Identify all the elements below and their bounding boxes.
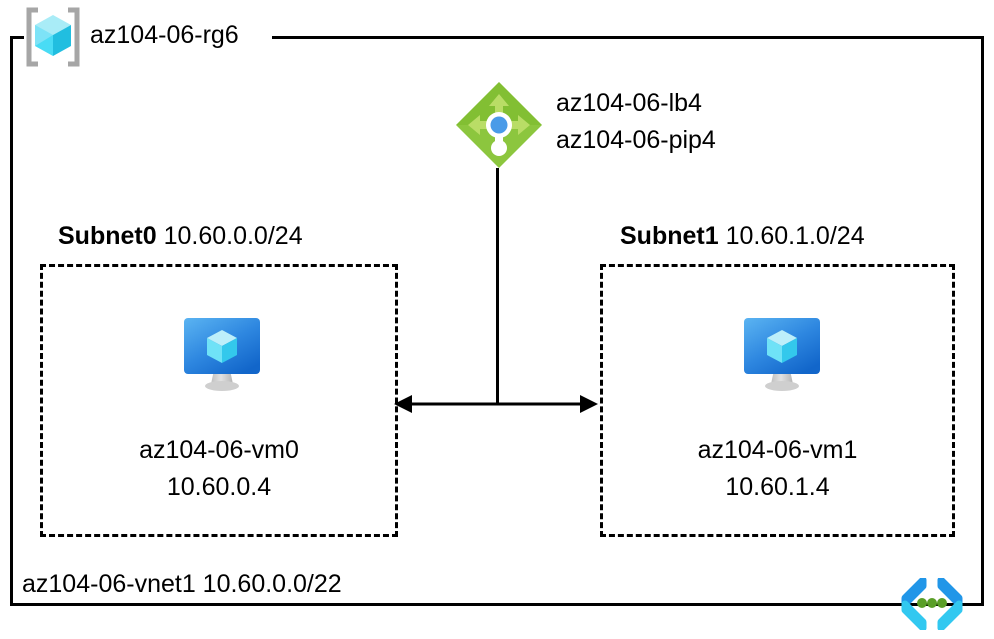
vm1-name: az104-06-vm1 bbox=[697, 436, 858, 464]
subnet1-cidr: 10.60.1.0/24 bbox=[725, 222, 865, 250]
resource-group-label: az104-06-rg6 bbox=[90, 21, 239, 49]
subnet0-cidr: 10.60.0.0/24 bbox=[163, 222, 303, 250]
vm0-ip: 10.60.0.4 bbox=[166, 473, 272, 501]
virtual-machine-icon bbox=[740, 316, 824, 394]
subnet1-box bbox=[600, 264, 955, 537]
vm0-name: az104-06-vm0 bbox=[139, 436, 299, 464]
subnet0-name: Subnet0 bbox=[58, 222, 157, 250]
subnet0-box bbox=[40, 264, 398, 537]
load-balancer-labels: az104-06-lb4 az104-06-pip4 bbox=[556, 85, 716, 159]
virtual-machine-icon bbox=[180, 316, 264, 394]
resource-group-border-top-left bbox=[10, 36, 24, 39]
load-balancer-icon bbox=[452, 78, 546, 172]
subnet1-heading: Subnet1 10.60.1.0/24 bbox=[620, 220, 865, 252]
subnet-to-subnet-connector bbox=[392, 392, 600, 416]
vm1-labels: az104-06-vm1 10.60.1.4 bbox=[600, 432, 955, 506]
resource-group-border-right bbox=[981, 36, 984, 606]
subnet1-name: Subnet1 bbox=[620, 222, 719, 250]
subnet0-heading: Subnet0 10.60.0.0/24 bbox=[58, 220, 303, 252]
resource-group-border-top-right bbox=[272, 36, 984, 39]
vnet-label: az104-06-vnet1 10.60.0.0/22 bbox=[22, 570, 342, 598]
virtual-network-icon bbox=[893, 576, 971, 632]
resource-group-border-bottom bbox=[10, 603, 984, 606]
load-balancer-connector bbox=[496, 168, 499, 405]
load-balancer-name: az104-06-lb4 bbox=[556, 89, 702, 117]
vm1-ip: 10.60.1.4 bbox=[725, 473, 830, 501]
resource-group-icon bbox=[22, 6, 84, 68]
vm0-labels: az104-06-vm0 10.60.0.4 bbox=[40, 432, 398, 506]
public-ip-name: az104-06-pip4 bbox=[556, 126, 716, 154]
resource-group-border-left bbox=[10, 36, 13, 606]
